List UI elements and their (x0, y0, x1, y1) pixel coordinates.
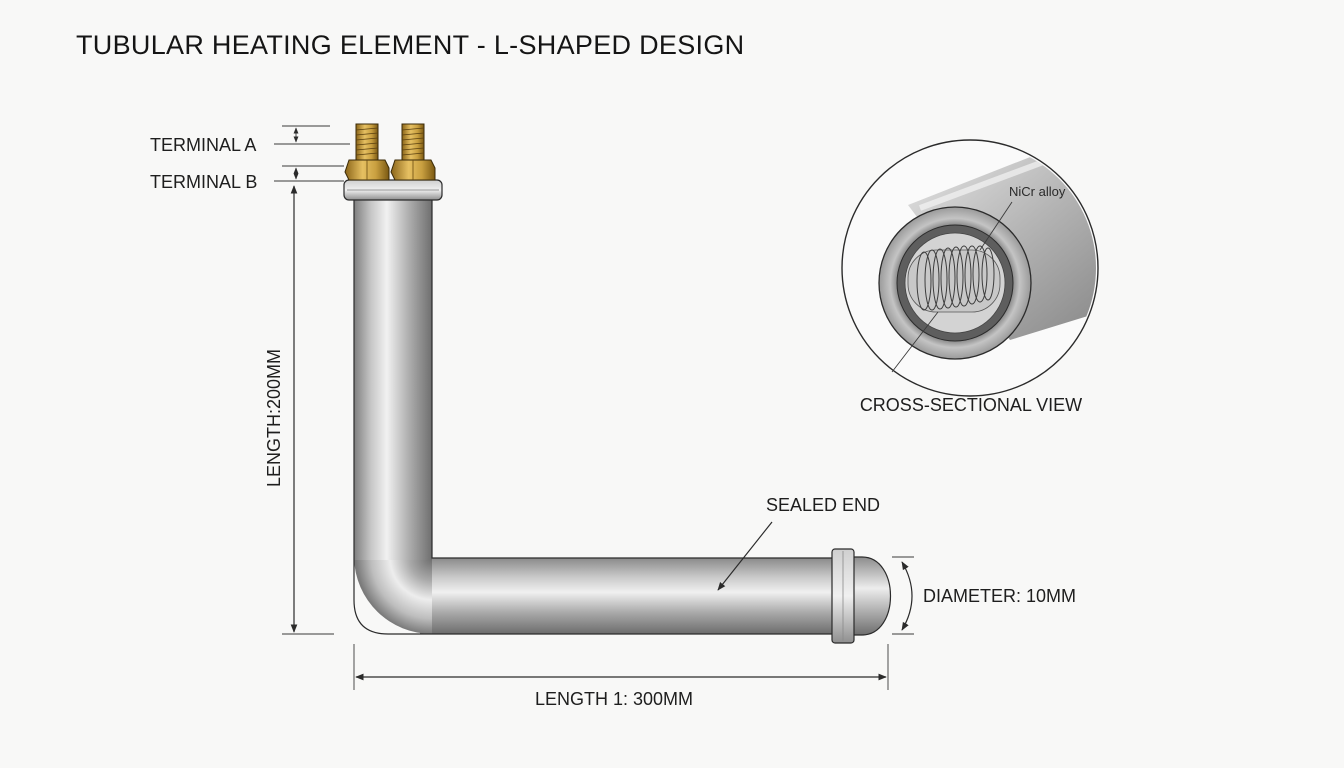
terminal-a-stud (344, 123, 390, 181)
vertical-length-label: LENGTH:200MM (264, 349, 284, 487)
heating-tube (353, 198, 836, 635)
vertical-length-dimension: LENGTH:200MM (264, 185, 334, 635)
tube-vertical-leg (354, 198, 432, 560)
diameter-dimension: DIAMETER: 10MM (892, 556, 1076, 635)
sealed-end-label: SEALED END (766, 495, 880, 515)
top-collar (343, 179, 443, 201)
terminal-b-stud (390, 123, 436, 181)
diameter-label: DIAMETER: 10MM (923, 586, 1076, 606)
nicr-coil (907, 245, 1001, 313)
coil-material-leader (979, 201, 1013, 251)
horizontal-length-dimension: LENGTH 1: 300MM (353, 644, 889, 709)
terminal-b-label: TERMINAL B (150, 172, 257, 192)
cross-section-leader (891, 311, 939, 373)
terminal-a-label: TERMINAL A (150, 135, 256, 155)
cross-section-label: CROSS-SECTIONAL VIEW (860, 395, 1082, 415)
coil-material-label: NiCr alloy (1009, 184, 1066, 199)
terminal-leaders (274, 125, 350, 182)
tube-elbow (354, 558, 432, 634)
sealed-end-cap (831, 548, 891, 644)
sealed-end-leader (717, 521, 773, 591)
cross-section-view: NiCr alloy CROSS-SECTIONAL VIEW (841, 139, 1099, 415)
tube-horizontal-leg (420, 558, 836, 634)
diagram-title: TUBULAR HEATING ELEMENT - L-SHAPED DESIG… (76, 30, 744, 60)
horizontal-length-label: LENGTH 1: 300MM (535, 689, 693, 709)
